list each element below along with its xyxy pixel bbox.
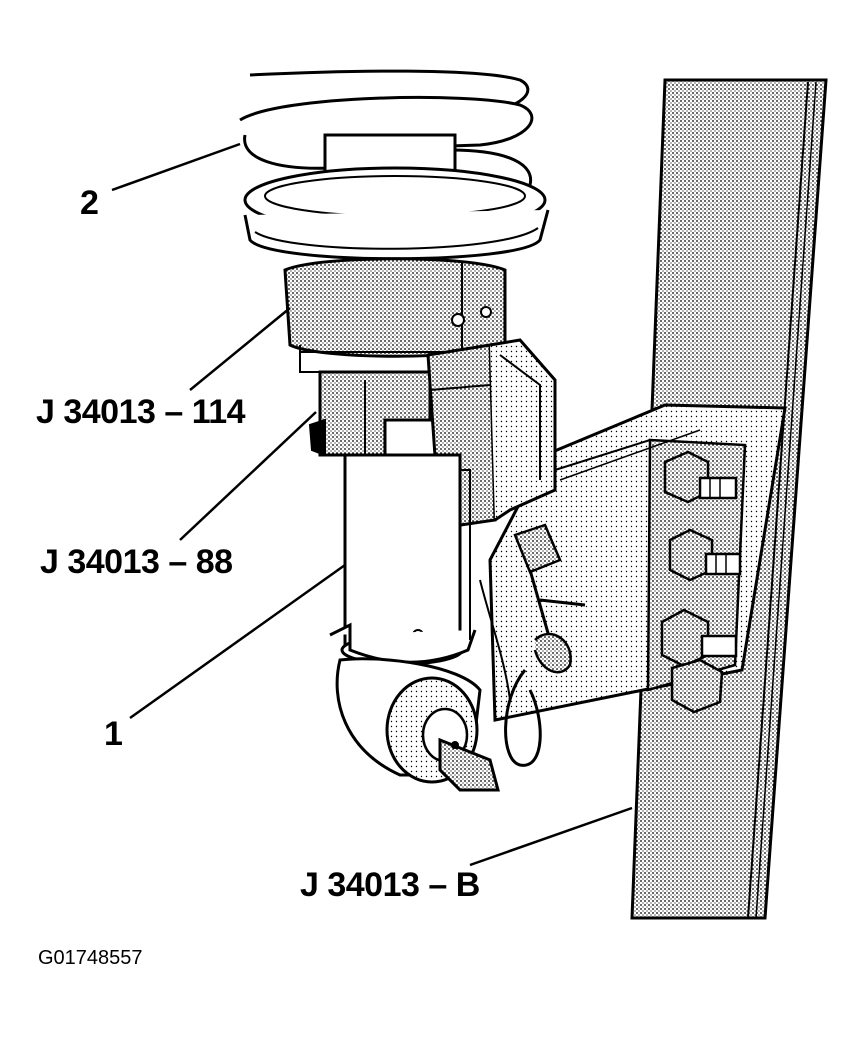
callout-item-2: 2 xyxy=(80,184,99,222)
callout-tool-114: J 34013 – 114 xyxy=(36,393,246,431)
bolt-lower xyxy=(660,608,738,714)
strut-knuckle xyxy=(335,657,500,792)
leader-item-1 xyxy=(129,563,346,720)
callout-item-1: 1 xyxy=(104,715,123,753)
leader-tool-88 xyxy=(179,411,317,541)
strut-body xyxy=(329,453,477,666)
locking-pin xyxy=(479,523,586,767)
bolt-upper xyxy=(663,450,738,504)
figure-id: G01748557 xyxy=(38,947,143,969)
callout-tool-88: J 34013 – 88 xyxy=(40,543,233,581)
callout-tool-b: J 34013 – B xyxy=(300,866,480,904)
upper-spring-seat xyxy=(243,166,550,261)
bolt-middle xyxy=(668,528,742,582)
coil-spring xyxy=(239,69,534,186)
leader-lines xyxy=(111,142,633,867)
leader-item-2 xyxy=(111,142,241,192)
leader-tool-114 xyxy=(189,307,291,391)
adapter-114 xyxy=(283,257,507,358)
leader-tool-b xyxy=(469,806,633,867)
